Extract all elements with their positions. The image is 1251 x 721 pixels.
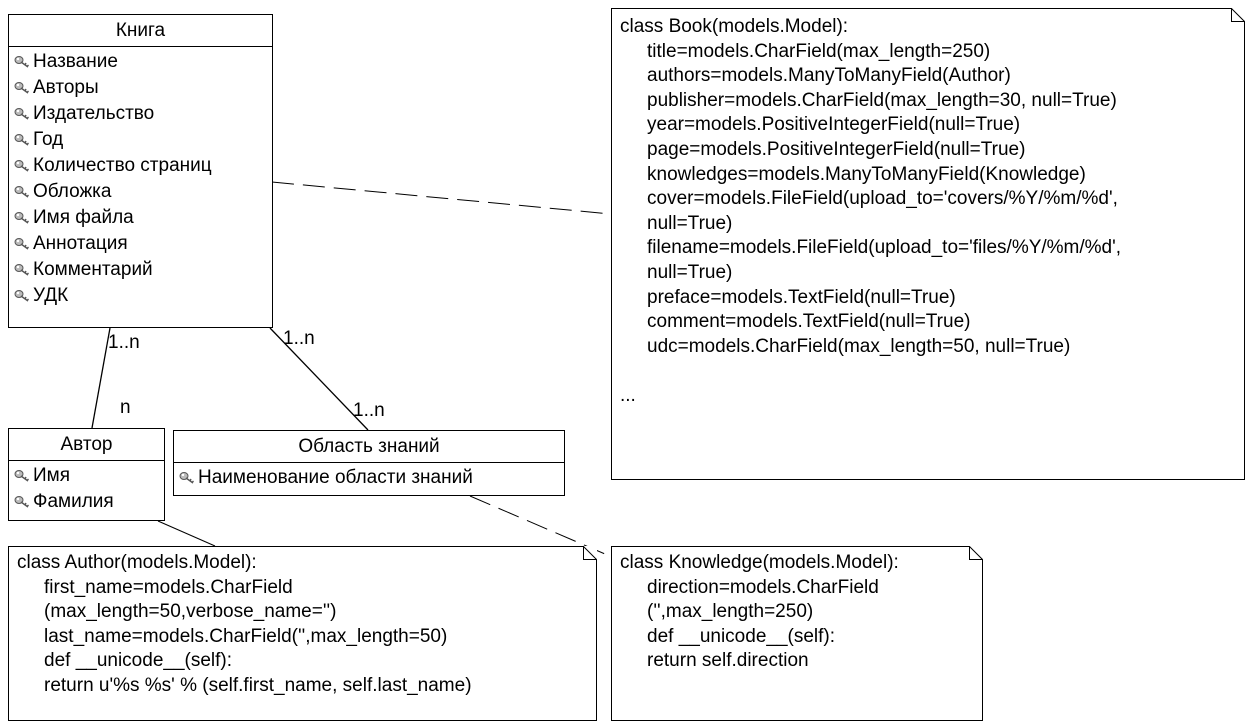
multiplicity-label: 1..n xyxy=(353,400,385,421)
multiplicity-label: 1..n xyxy=(108,332,140,353)
protected-attribute-icon xyxy=(14,470,29,482)
protected-attribute-icon xyxy=(14,82,29,94)
attribute-label: Аннотация xyxy=(33,233,128,254)
multiplicity-label: 1..n xyxy=(283,328,315,349)
note-frame xyxy=(8,546,597,721)
code-line: first_name=models.CharField xyxy=(44,576,293,598)
code-line: null=True) xyxy=(647,212,733,234)
code-line: preface=models.TextField(null=True) xyxy=(647,286,956,308)
attribute-row[interactable]: Фамилия xyxy=(13,489,164,515)
code-line: comment=models.TextField(null=True) xyxy=(647,311,971,333)
code-line: class Author(models.Model): xyxy=(17,552,257,573)
class-author[interactable]: Автор Имя Фамилия xyxy=(8,428,165,521)
class-book-title: Книга xyxy=(9,15,272,47)
class-knowledge-attributes: Наименование области знаний xyxy=(174,463,564,491)
class-knowledge-title: Область знаний xyxy=(174,431,564,463)
note-author-text: class Author(models.Model): first_name=m… xyxy=(17,551,472,699)
protected-attribute-icon xyxy=(14,186,29,198)
code-line: null=True) xyxy=(647,261,733,283)
protected-attribute-icon xyxy=(14,212,29,224)
code-ellipsis: ... xyxy=(620,384,636,406)
code-line: filename=models.FileField(upload_to='fil… xyxy=(647,237,1122,259)
class-knowledge[interactable]: Область знаний Наименование области знан… xyxy=(173,430,565,496)
class-author-title: Автор xyxy=(9,429,164,461)
attribute-row[interactable]: Обложка xyxy=(13,179,272,205)
note-knowledge-text: class Knowledge(models.Model): direction… xyxy=(620,551,899,674)
note-frame xyxy=(611,546,983,721)
attribute-row[interactable]: Издательство xyxy=(13,101,272,127)
attribute-label: Обложка xyxy=(33,181,112,202)
code-line: last_name=models.CharField('',max_length… xyxy=(44,625,448,647)
attribute-row[interactable]: Название xyxy=(13,49,272,75)
note-author-code[interactable]: class Author(models.Model): first_name=m… xyxy=(8,546,597,721)
code-line: udc=models.CharField(max_length=50, null… xyxy=(647,335,1071,357)
code-line: publisher=models.CharField(max_length=30… xyxy=(647,89,1117,111)
attribute-row[interactable]: Имя файла xyxy=(13,205,272,231)
protected-attribute-icon xyxy=(14,108,29,120)
code-line: def __unicode__(self): xyxy=(647,625,836,647)
protected-attribute-icon xyxy=(14,496,29,508)
attribute-row[interactable]: Количество страниц xyxy=(13,153,272,179)
attribute-label: Издательство xyxy=(33,103,155,124)
class-book[interactable]: Книга Название Авторы Издательство Год К… xyxy=(8,14,273,328)
note-book-code[interactable]: class Book(models.Model): title=models.C… xyxy=(611,8,1245,480)
attribute-label: Год xyxy=(33,129,64,150)
attribute-row[interactable]: Авторы xyxy=(13,75,272,101)
protected-attribute-icon xyxy=(179,472,194,484)
attribute-label: Имя файла xyxy=(33,207,134,228)
code-line: (max_length=50,verbose_name='') xyxy=(44,601,337,623)
attribute-label: Фамилия xyxy=(33,491,114,512)
attribute-label: УДК xyxy=(33,285,69,306)
attribute-row[interactable]: Аннотация xyxy=(13,231,272,257)
code-line: class Knowledge(models.Model): xyxy=(620,552,899,573)
attribute-label: Имя xyxy=(33,465,71,486)
multiplicity-label: n xyxy=(120,397,131,418)
protected-attribute-icon xyxy=(14,134,29,146)
code-line: direction=models.CharField xyxy=(647,576,879,598)
protected-attribute-icon xyxy=(14,56,29,68)
protected-attribute-icon xyxy=(14,290,29,302)
code-line: def __unicode__(self): xyxy=(44,650,233,672)
protected-attribute-icon xyxy=(14,160,29,172)
code-line: class Book(models.Model): xyxy=(620,16,849,37)
attribute-row[interactable]: Комментарий xyxy=(13,257,272,283)
protected-attribute-icon xyxy=(14,264,29,276)
code-line: authors=models.ManyToManyField(Author) xyxy=(647,65,1011,87)
attribute-row[interactable]: УДК xyxy=(13,283,272,309)
attribute-label: Название xyxy=(33,51,118,72)
code-line: title=models.CharField(max_length=250) xyxy=(647,40,991,62)
code-line: ('',max_length=250) xyxy=(647,601,814,623)
attribute-label: Авторы xyxy=(33,77,99,98)
note-knowledge-code[interactable]: class Knowledge(models.Model): direction… xyxy=(611,546,983,721)
code-line: page=models.PositiveIntegerField(null=Tr… xyxy=(647,138,1026,160)
note-anchor-author xyxy=(157,520,216,547)
association-book-knowledge xyxy=(269,327,369,431)
attribute-label: Наименование области знаний xyxy=(198,467,473,488)
attribute-label: Количество страниц xyxy=(33,155,212,176)
attribute-row[interactable]: Год xyxy=(13,127,272,153)
note-anchor-book xyxy=(271,181,612,215)
code-line: knowledges=models.ManyToManyField(Knowle… xyxy=(647,163,1086,185)
code-line xyxy=(620,359,1121,384)
code-line: year=models.PositiveIntegerField(null=Tr… xyxy=(647,114,1021,136)
protected-attribute-icon xyxy=(14,238,29,250)
code-line: return u'%s %s' % (self.first_name, self… xyxy=(44,674,472,696)
attribute-label: Комментарий xyxy=(33,259,153,280)
note-book-text: class Book(models.Model): title=models.C… xyxy=(620,15,1121,409)
association-book-author xyxy=(91,327,111,429)
note-frame xyxy=(611,8,1245,480)
attribute-row[interactable]: Имя xyxy=(13,463,164,489)
code-line: return self.direction xyxy=(647,650,809,672)
attribute-row[interactable]: Наименование области знаний xyxy=(178,465,564,491)
code-line: cover=models.FileField(upload_to='covers… xyxy=(647,188,1118,210)
class-book-attributes: Название Авторы Издательство Год Количес… xyxy=(9,47,272,309)
class-author-attributes: Имя Фамилия xyxy=(9,461,164,515)
